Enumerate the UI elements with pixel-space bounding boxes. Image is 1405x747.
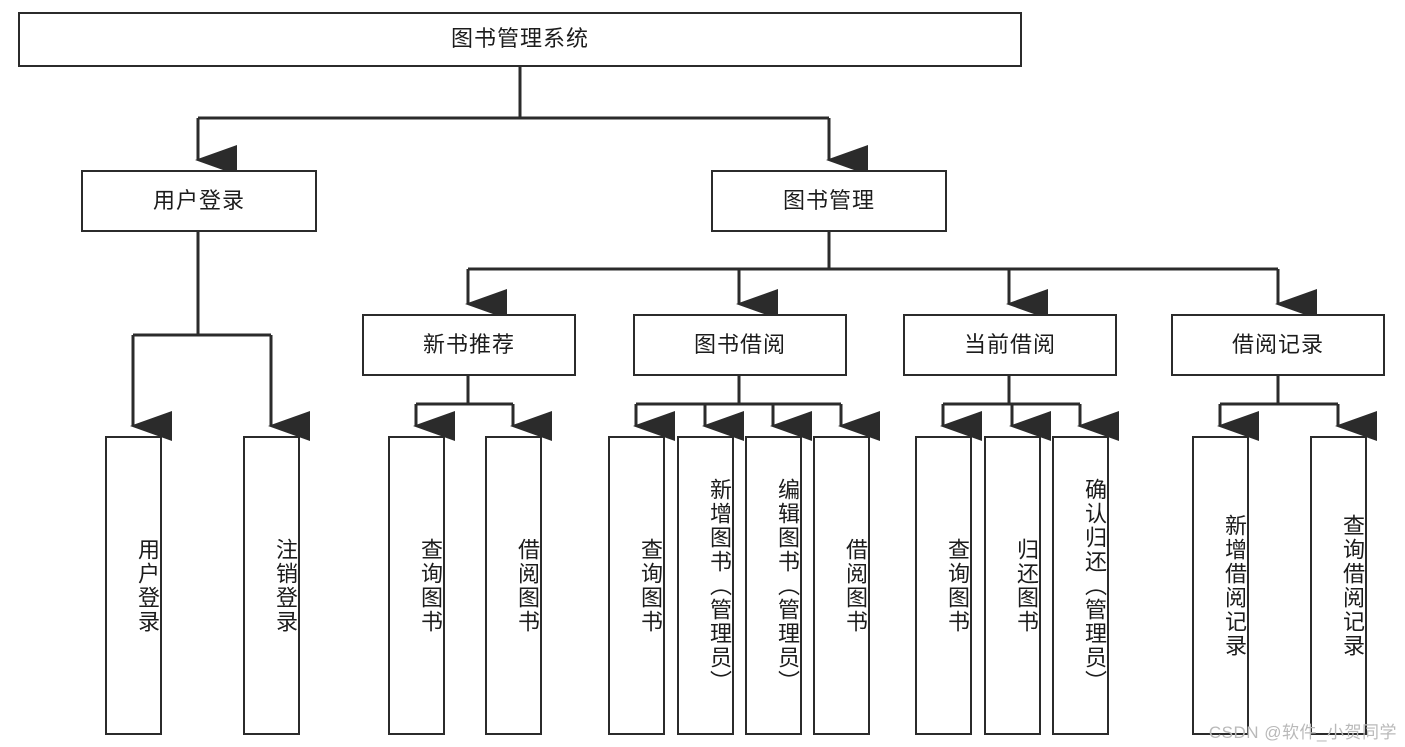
node-new-book-rec-label: 新书推荐 — [422, 331, 515, 357]
node-leaf-confirm-return-label: 确认归还（管理员） — [1082, 477, 1107, 694]
node-leaf-query-book-3[interactable]: 查询图书 — [915, 436, 972, 735]
node-borrow-record[interactable]: 借阅记录 — [1171, 314, 1385, 376]
node-leaf-query-record-label: 查询借阅记录 — [1340, 513, 1365, 658]
node-book-borrow-label: 图书借阅 — [693, 331, 786, 357]
node-leaf-logout-label: 注销登录 — [273, 537, 298, 634]
node-leaf-edit-book-label: 编辑图书（管理员） — [775, 477, 800, 694]
node-leaf-add-book-label: 新增图书（管理员） — [707, 477, 732, 694]
node-current-borrow-label: 当前借阅 — [963, 331, 1056, 357]
node-leaf-borrow-book-2-label: 借阅图书 — [843, 537, 868, 634]
node-current-borrow[interactable]: 当前借阅 — [903, 314, 1117, 376]
node-user-login-label: 用户登录 — [152, 187, 245, 213]
node-leaf-user-login-label: 用户登录 — [135, 537, 160, 634]
node-leaf-add-record[interactable]: 新增借阅记录 — [1192, 436, 1249, 735]
node-leaf-borrow-book-1[interactable]: 借阅图书 — [485, 436, 542, 735]
node-leaf-return-book[interactable]: 归还图书 — [984, 436, 1041, 735]
node-book-manage-label: 图书管理 — [782, 187, 875, 213]
node-leaf-borrow-book-2[interactable]: 借阅图书 — [813, 436, 870, 735]
node-leaf-confirm-return[interactable]: 确认归还（管理员） — [1052, 436, 1109, 735]
node-leaf-query-book-2-label: 查询图书 — [638, 537, 663, 634]
node-root[interactable]: 图书管理系统 — [18, 12, 1022, 67]
node-new-book-rec[interactable]: 新书推荐 — [362, 314, 576, 376]
watermark-text: CSDN @软件_小贺同学 — [1208, 723, 1397, 742]
node-borrow-record-label: 借阅记录 — [1231, 331, 1324, 357]
node-leaf-add-record-label: 新增借阅记录 — [1222, 513, 1247, 658]
node-leaf-add-book[interactable]: 新增图书（管理员） — [677, 436, 734, 735]
node-leaf-borrow-book-1-label: 借阅图书 — [515, 537, 540, 634]
node-leaf-query-book-1-label: 查询图书 — [418, 537, 443, 634]
node-leaf-edit-book[interactable]: 编辑图书（管理员） — [745, 436, 802, 735]
node-leaf-user-login[interactable]: 用户登录 — [105, 436, 162, 735]
node-user-login[interactable]: 用户登录 — [81, 170, 317, 232]
node-leaf-query-book-2[interactable]: 查询图书 — [608, 436, 665, 735]
node-leaf-logout[interactable]: 注销登录 — [243, 436, 300, 735]
node-book-borrow[interactable]: 图书借阅 — [633, 314, 847, 376]
node-leaf-query-book-3-label: 查询图书 — [945, 537, 970, 634]
node-book-manage[interactable]: 图书管理 — [711, 170, 947, 232]
node-leaf-query-record[interactable]: 查询借阅记录 — [1310, 436, 1367, 735]
node-leaf-return-book-label: 归还图书 — [1014, 537, 1039, 634]
node-leaf-query-book-1[interactable]: 查询图书 — [388, 436, 445, 735]
node-root-label: 图书管理系统 — [450, 26, 589, 52]
